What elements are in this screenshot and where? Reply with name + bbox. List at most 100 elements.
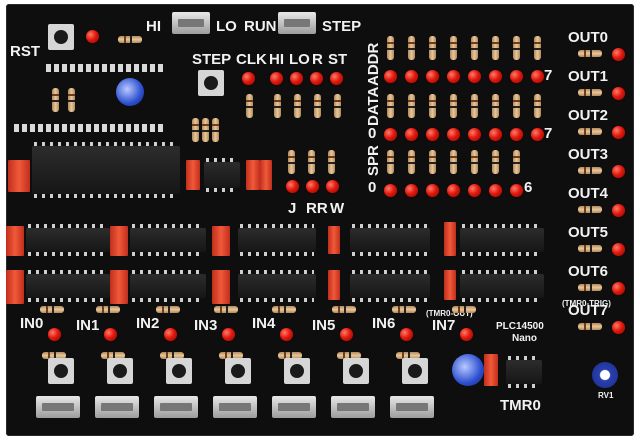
resistor [387,36,394,60]
resistor [52,88,59,112]
label-j: J [288,200,297,217]
resistor [408,150,415,174]
capacitor [328,226,340,254]
bit-led [489,184,502,197]
input-button-1[interactable] [107,358,133,384]
bit-led [405,184,418,197]
capacitor [212,270,230,304]
input-led [340,328,353,341]
label-w: W [330,200,345,217]
input-button-2[interactable] [166,358,192,384]
bit-led [384,128,397,141]
label-data-zero: 0 [368,125,377,142]
ic [350,224,430,256]
label-hi: HI [146,18,161,35]
resistor [387,94,394,118]
step-button[interactable] [198,70,224,96]
output-label-0: OUT0 [568,29,609,46]
output-led [612,48,625,61]
output-led [612,243,625,256]
resistor [408,94,415,118]
label-tmr0: TMR0 [500,397,541,414]
input-button-5[interactable] [343,358,369,384]
label-rr: RR [306,200,328,217]
capacitor [444,222,456,256]
resistor [337,352,361,359]
resistor [96,306,120,313]
input-switch-2[interactable] [154,396,198,418]
output-label-5: OUT5 [568,224,609,241]
ic [350,270,430,302]
resistor [408,36,415,60]
hi-led [270,72,283,85]
input-switch-6[interactable] [390,396,434,418]
ic [460,224,544,256]
resistor [294,94,301,118]
resistor [392,306,416,313]
input-button-3[interactable] [225,358,251,384]
input-button-4[interactable] [284,358,310,384]
output-led [612,87,625,100]
label-addr: ADDR [365,42,382,86]
input-switch-5[interactable] [331,396,375,418]
resistor [492,36,499,60]
input-led [460,328,473,341]
input-label-2: IN2 [136,315,160,332]
resistor [396,352,420,359]
ic [130,270,206,302]
st-led [330,72,343,85]
bit-led [447,70,460,83]
clk-led [242,72,255,85]
output-led [612,126,625,139]
run-step-switch[interactable] [278,12,316,34]
bit-led [426,70,439,83]
resistor [452,306,476,313]
label-r: R [312,51,323,68]
resistor [578,89,602,96]
reset-button[interactable] [48,24,74,50]
resistor [212,118,219,142]
capacitor [260,160,272,190]
input-label-0: IN0 [20,315,44,332]
capacitor [246,160,260,190]
output-label-3: OUT3 [568,146,609,163]
resistor [308,150,315,174]
bit-led [447,128,460,141]
resistor [219,352,243,359]
pcb-board: HI LO RUN STEP RST STEP CLK HI LO R ST J… [6,4,634,436]
output-label-1: OUT1 [568,68,609,85]
input-button-0[interactable] [48,358,74,384]
input-switch-1[interactable] [95,396,139,418]
resistor [314,94,321,118]
bit-led [489,70,502,83]
ic [26,270,110,302]
resistor [278,352,302,359]
capacitor [484,354,498,386]
bit-led [447,184,460,197]
bit-led [468,128,481,141]
hi-lo-switch[interactable] [172,12,210,34]
label-clk: CLK [236,51,267,68]
resistor [450,150,457,174]
input-label-5: IN5 [312,317,336,334]
capacitor [6,226,24,256]
resistor [578,50,602,57]
bit-led [510,128,523,141]
input-led [280,328,293,341]
potentiometer[interactable] [592,362,618,388]
resistor [471,94,478,118]
input-button-6[interactable] [402,358,428,384]
input-switch-3[interactable] [213,396,257,418]
input-switch-4[interactable] [272,396,316,418]
ic-large [32,142,180,198]
timer-ic [506,356,542,388]
input-switch-0[interactable] [36,396,80,418]
resistor [513,94,520,118]
resistor [513,36,520,60]
resistor [429,36,436,60]
resistor [192,118,199,142]
capacitor [8,160,30,192]
input-led [48,328,61,341]
resistor [578,128,602,135]
output-led [612,204,625,217]
